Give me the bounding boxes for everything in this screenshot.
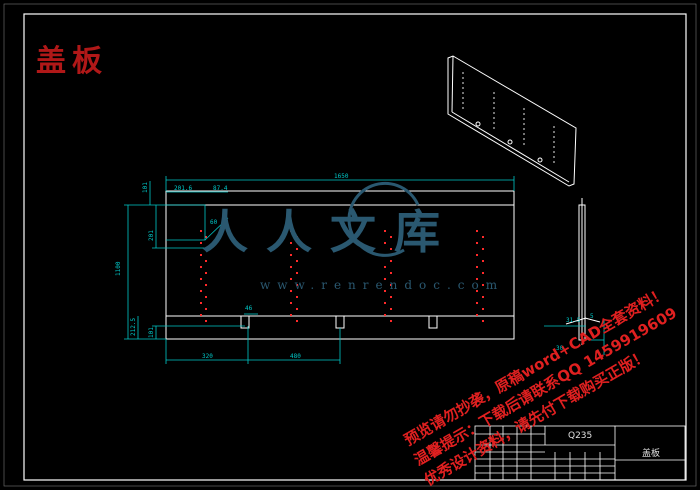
dim-left-height: 1100 [115, 261, 122, 276]
hole-mark [482, 284, 484, 286]
hole-mark [390, 260, 392, 262]
hole-mark [296, 320, 298, 322]
hole-mark [384, 290, 386, 292]
hole-mark [384, 242, 386, 244]
hole-mark [476, 302, 478, 304]
title-block [474, 425, 686, 481]
hole-mark [205, 260, 207, 262]
dim-side-c: 30 [556, 345, 564, 352]
dim-lower-a: 212.5 [130, 318, 137, 336]
hole-mark [205, 308, 207, 310]
hole-mark [205, 248, 207, 250]
dim-slot: 46 [245, 305, 253, 312]
hole-mark [200, 290, 202, 292]
hole-mark [384, 230, 386, 232]
hole-mark [205, 236, 207, 238]
hole-mark [390, 248, 392, 250]
hole-mark [290, 230, 292, 232]
side-view [565, 198, 601, 345]
hole-mark [482, 248, 484, 250]
dim-tab-angle: 60 [210, 219, 218, 226]
hole-mark [390, 236, 392, 238]
hole-mark [390, 320, 392, 322]
hole-mark [390, 296, 392, 298]
hole-mark [296, 296, 298, 298]
hole-mark [476, 278, 478, 280]
hole-mark [290, 254, 292, 256]
hole-mark [200, 254, 202, 256]
hole-mark [296, 272, 298, 274]
hole-mark [384, 314, 386, 316]
watermark-site: www.renrendoc.com [260, 278, 505, 292]
hole-mark [482, 260, 484, 262]
hole-mark [482, 236, 484, 238]
inner-frame [23, 13, 687, 481]
hole-mark [482, 320, 484, 322]
hole-mark [290, 278, 292, 280]
hole-mark [296, 308, 298, 310]
hole-mark [296, 236, 298, 238]
dim-side-b: 5 [590, 313, 594, 320]
hole-pattern [200, 230, 484, 322]
title-block-part-name: 盖板 [642, 449, 661, 459]
dim-lower-b: 101 [148, 327, 155, 338]
dim-side-a: 31.5 [566, 317, 581, 324]
hole-mark [476, 290, 478, 292]
dim-tab-offset: 87.4 [213, 185, 228, 192]
hole-mark [482, 296, 484, 298]
hole-mark [482, 308, 484, 310]
dimension-texts: 1650 201.6 87.4 1100 101 201 212.5 101 3… [115, 173, 594, 360]
hole-mark [296, 260, 298, 262]
hole-mark [200, 278, 202, 280]
dim-overall-width: 1650 [334, 173, 349, 180]
hole-mark [200, 242, 202, 244]
hole-mark [290, 314, 292, 316]
hole-mark [476, 254, 478, 256]
hole-mark [290, 302, 292, 304]
hole-mark [200, 230, 202, 232]
title-block-material: Q235 [568, 431, 593, 441]
dim-tab-height: 201 [148, 230, 155, 241]
isometric-view [447, 55, 577, 187]
hole-mark [200, 314, 202, 316]
drawing-title: 盖板 [36, 44, 108, 79]
hole-mark [205, 296, 207, 298]
hole-mark [205, 284, 207, 286]
dimension-lines [124, 176, 605, 364]
hole-mark [476, 242, 478, 244]
hole-mark [384, 302, 386, 304]
watermark-brand: 人人文库 [202, 205, 458, 259]
hole-mark [290, 290, 292, 292]
hole-mark [476, 230, 478, 232]
hole-mark [390, 272, 392, 274]
dim-bottom-mid: 480 [290, 353, 301, 360]
hole-mark [482, 272, 484, 274]
hole-mark [200, 266, 202, 268]
dim-upper-small: 101 [142, 182, 149, 193]
hole-mark [390, 284, 392, 286]
hole-mark [476, 314, 478, 316]
hole-mark [384, 278, 386, 280]
hole-mark [205, 320, 207, 322]
hole-mark [384, 266, 386, 268]
hole-mark [290, 242, 292, 244]
hole-mark [200, 302, 202, 304]
hole-mark [476, 266, 478, 268]
watermark-logo [347, 181, 420, 257]
hole-mark [296, 248, 298, 250]
hole-mark [390, 308, 392, 310]
hole-mark [290, 266, 292, 268]
hole-mark [205, 272, 207, 274]
dim-bottom-left: 320 [202, 353, 213, 360]
outer-frame [3, 3, 697, 487]
dim-tab-width: 201.6 [174, 185, 192, 192]
hole-mark [296, 284, 298, 286]
